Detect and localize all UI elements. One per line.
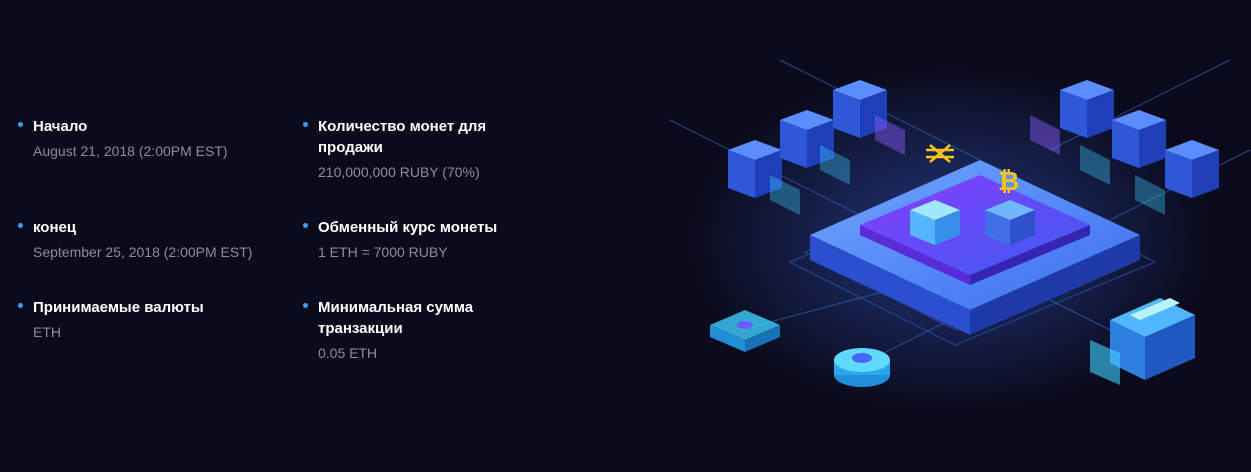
start-info: Начало August 21, 2018 (2:00PM EST): [18, 116, 298, 160]
coin-cylinder: [834, 348, 890, 387]
min-transaction-info: Минимальная сумма транзакции 0.05 ETH: [303, 297, 543, 362]
min-transaction-value: 0.05 ETH: [318, 345, 378, 361]
end-label: конец: [33, 219, 77, 236]
crossed-coin-icon: [926, 144, 954, 163]
bitcoin-icon: ₿: [998, 167, 1019, 197]
accepted-currencies-value: ETH: [33, 324, 61, 340]
min-transaction-label: Минимальная сумма транзакции: [318, 299, 474, 337]
coins-for-sale-label: Количество монет для продажи: [318, 118, 487, 156]
bullet-icon: [18, 223, 23, 228]
small-platform-left: [710, 310, 780, 352]
coins-for-sale-info: Количество монет для продажи 210,000,000…: [303, 116, 543, 181]
accepted-currencies-info: Принимаемые валюты ETH: [18, 297, 298, 341]
stacked-cubes: [910, 200, 1035, 245]
exchange-rate-info: Обменный курс монеты 1 ETH = 7000 RUBY: [303, 217, 543, 261]
bullet-icon: [18, 303, 23, 308]
end-info: конец September 25, 2018 (2:00PM EST): [18, 217, 298, 261]
bullet-icon: [303, 303, 308, 308]
exchange-rate-value: 1 ETH = 7000 RUBY: [318, 244, 448, 260]
isometric-block-icon: [728, 140, 782, 198]
accepted-currencies-label: Принимаемые валюты: [33, 299, 204, 316]
bullet-icon: [303, 223, 308, 228]
main-platform: [810, 160, 1140, 335]
exchange-rate-label: Обменный курс монеты: [318, 219, 498, 236]
end-value: September 25, 2018 (2:00PM EST): [33, 244, 253, 260]
isometric-block-icon: [1165, 140, 1219, 198]
isometric-block-icon: [833, 80, 887, 138]
blockchain-illustration: ₿: [650, 40, 1251, 467]
block-cluster-right: [1030, 80, 1219, 215]
device-block-right: [1090, 298, 1195, 385]
start-value: August 21, 2018 (2:00PM EST): [33, 143, 228, 159]
bullet-icon: [18, 122, 23, 127]
start-label: Начало: [33, 118, 88, 135]
blockchain-illustration-svg: ₿: [669, 59, 1251, 410]
bullet-icon: [303, 122, 308, 127]
isometric-block-icon: [780, 110, 834, 168]
coins-for-sale-value: 210,000,000 RUBY (70%): [318, 164, 480, 180]
block-cluster-left: [728, 80, 905, 215]
isometric-block-icon: [1060, 80, 1114, 138]
isometric-block-icon: [1112, 110, 1166, 168]
